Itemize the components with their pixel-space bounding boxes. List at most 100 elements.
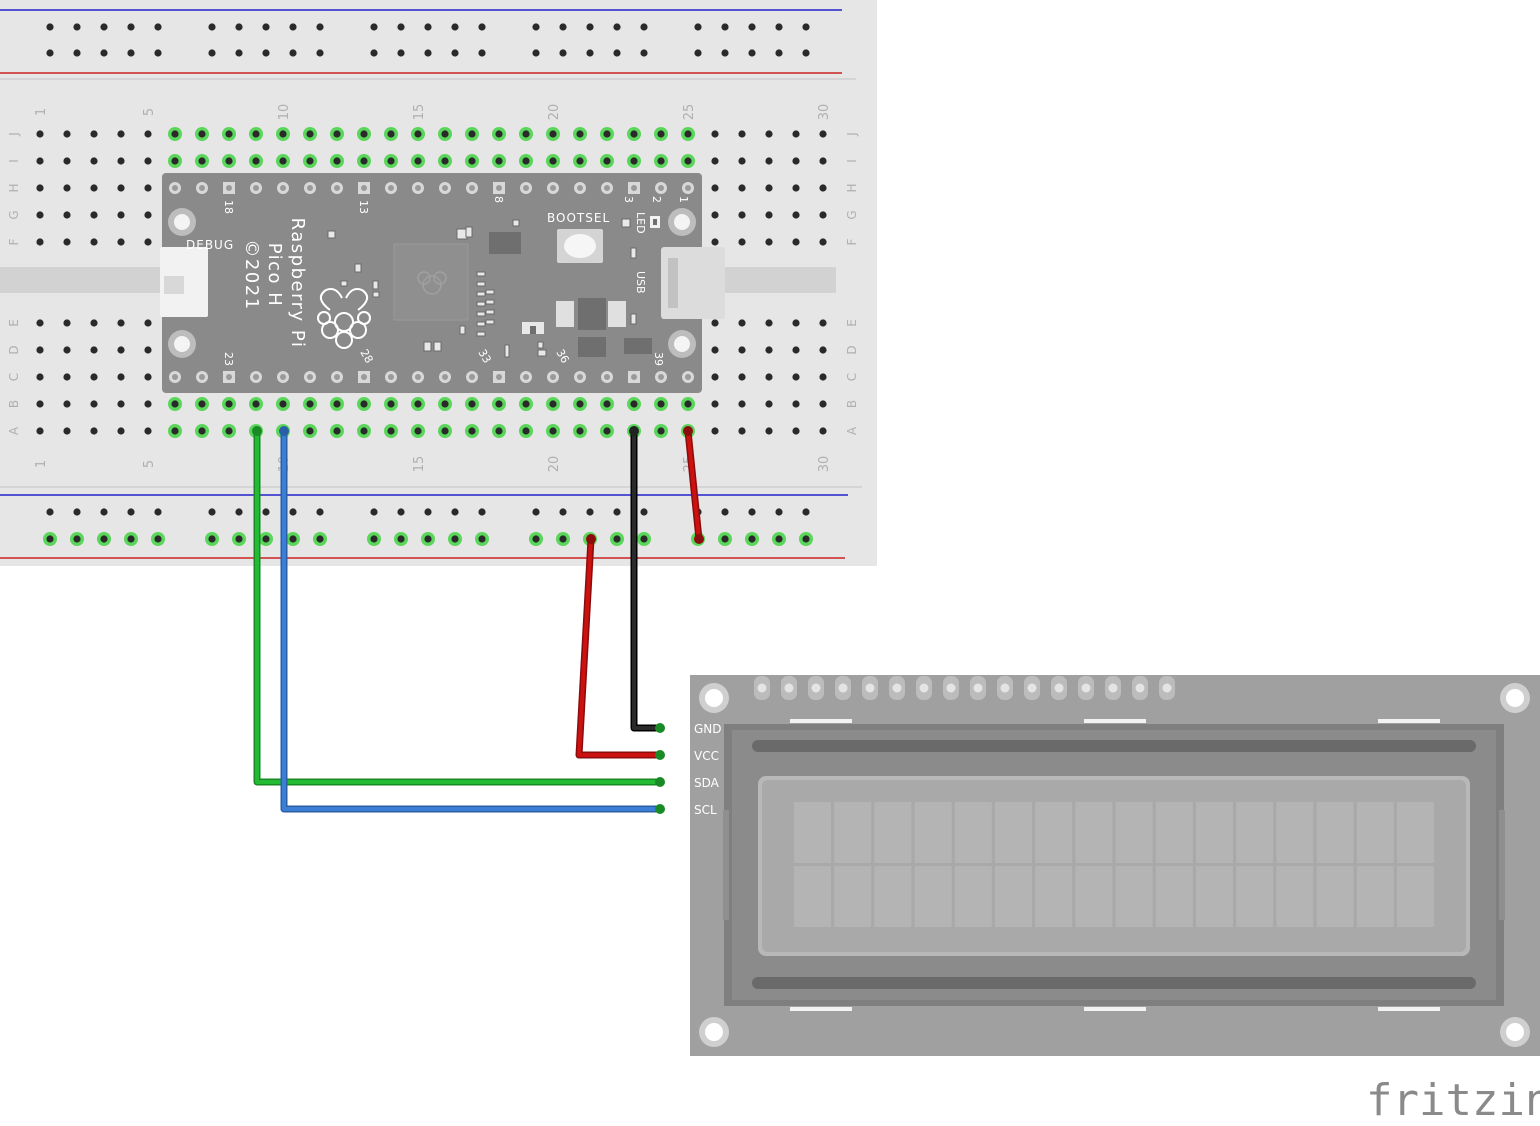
smd-component — [624, 338, 652, 354]
column-number-bottom: 30 — [817, 456, 832, 473]
breadboard-hole — [171, 157, 179, 165]
breadboard-hole — [424, 23, 432, 31]
breadboard-hole — [208, 508, 216, 516]
breadboard-hole — [522, 400, 530, 408]
breadboard-hole — [711, 427, 719, 435]
breadboard-hole — [333, 400, 341, 408]
breadboard-hole — [576, 157, 584, 165]
breadboard-hole — [63, 157, 71, 165]
breadboard-hole — [765, 184, 773, 192]
breadboard-hole — [36, 184, 44, 192]
breadboard-hole — [36, 319, 44, 327]
lcd-char-cell — [1356, 802, 1394, 863]
row-letter: A — [845, 426, 859, 435]
pico-header-pins — [169, 182, 694, 383]
lcd-char-cell — [1276, 802, 1314, 863]
pico-pin-number: 39 — [652, 352, 665, 366]
breadboard-hole — [73, 23, 81, 31]
breadboard-hole — [586, 508, 594, 516]
breadboard-hole — [279, 157, 287, 165]
pico-pin-number: 1 — [677, 196, 690, 203]
pico-pin-number: 23 — [222, 352, 235, 366]
lcd-char-cell — [1316, 802, 1354, 863]
row-letter: I — [845, 159, 859, 163]
breadboard-hole — [792, 238, 800, 246]
breadboard-hole — [100, 508, 108, 516]
breadboard-hole — [90, 346, 98, 354]
breadboard-hole — [36, 427, 44, 435]
row-letter: J — [7, 132, 21, 137]
lcd-char-cell — [1397, 802, 1434, 863]
breadboard-hole — [235, 23, 243, 31]
breadboard-hole — [711, 373, 719, 381]
breadboard-hole — [144, 373, 152, 381]
smd-component — [556, 301, 574, 327]
column-number-top: 30 — [817, 104, 832, 121]
pico-pin-number: 36 — [553, 347, 571, 366]
breadboard-hole — [252, 130, 260, 138]
lcd-char-cell — [794, 866, 831, 927]
breadboard-hole — [792, 157, 800, 165]
breadboard-hole — [316, 508, 324, 516]
breadboard-hole — [235, 508, 243, 516]
pico-title-line-3: ©2021 — [241, 239, 262, 310]
breadboard-hole — [468, 157, 476, 165]
smd-part — [476, 281, 486, 287]
fritzing-watermark: fritzing — [1366, 1075, 1540, 1126]
breadboard-hole — [738, 400, 746, 408]
breadboard-hole — [640, 508, 648, 516]
lcd-char-cell — [995, 802, 1032, 863]
breadboard-hole — [738, 238, 746, 246]
breadboard-hole — [370, 23, 378, 31]
wire-green — [253, 427, 664, 786]
breadboard-hole — [576, 400, 584, 408]
smd-part — [465, 226, 473, 238]
smd-part — [512, 219, 520, 227]
breadboard-hole — [127, 508, 135, 516]
pico-pin-number: 3 — [622, 196, 635, 203]
breadboard-hole — [154, 49, 162, 57]
breadboard-hole — [819, 373, 827, 381]
breadboard-hole — [603, 427, 611, 435]
breadboard-hole — [262, 535, 270, 543]
breadboard-hole — [144, 157, 152, 165]
lcd-char-cell — [1196, 866, 1233, 927]
breadboard-hole — [289, 508, 297, 516]
breadboard-hole — [117, 184, 125, 192]
breadboard-hole — [208, 535, 216, 543]
breadboard-hole — [46, 23, 54, 31]
breadboard-hole — [802, 23, 810, 31]
breadboard-hole — [630, 157, 638, 165]
breadboard-hole — [802, 49, 810, 57]
breadboard-hole — [495, 400, 503, 408]
breadboard-hole — [738, 427, 746, 435]
breadboard-hole — [576, 427, 584, 435]
smd-part — [630, 247, 637, 259]
smd-part — [354, 263, 362, 273]
breadboard-hole — [127, 49, 135, 57]
smd-part — [485, 299, 495, 305]
breadboard-hole — [289, 49, 297, 57]
breadboard-hole — [775, 23, 783, 31]
breadboard-hole — [576, 130, 584, 138]
lcd-char-cell — [1035, 802, 1073, 863]
breadboard-hole — [117, 373, 125, 381]
breadboard-hole — [46, 535, 54, 543]
breadboard-hole — [451, 508, 459, 516]
breadboard-hole — [765, 211, 773, 219]
breadboard-hole — [117, 319, 125, 327]
breadboard-hole — [424, 49, 432, 57]
lcd-char-cell — [1115, 866, 1153, 927]
smd-part — [485, 289, 495, 295]
lcd-char-cell — [1035, 866, 1073, 927]
breadboard-hole — [127, 535, 135, 543]
breadboard-hole — [765, 238, 773, 246]
breadboard-hole — [36, 373, 44, 381]
column-number-bottom: 15 — [412, 456, 427, 473]
smd-part — [537, 341, 544, 349]
debug-label: DEBUG — [186, 238, 234, 252]
breadboard-hole — [775, 508, 783, 516]
usb-label: USB — [634, 271, 647, 294]
breadboard-hole — [171, 400, 179, 408]
pico-pin-number: 2 — [650, 196, 663, 203]
